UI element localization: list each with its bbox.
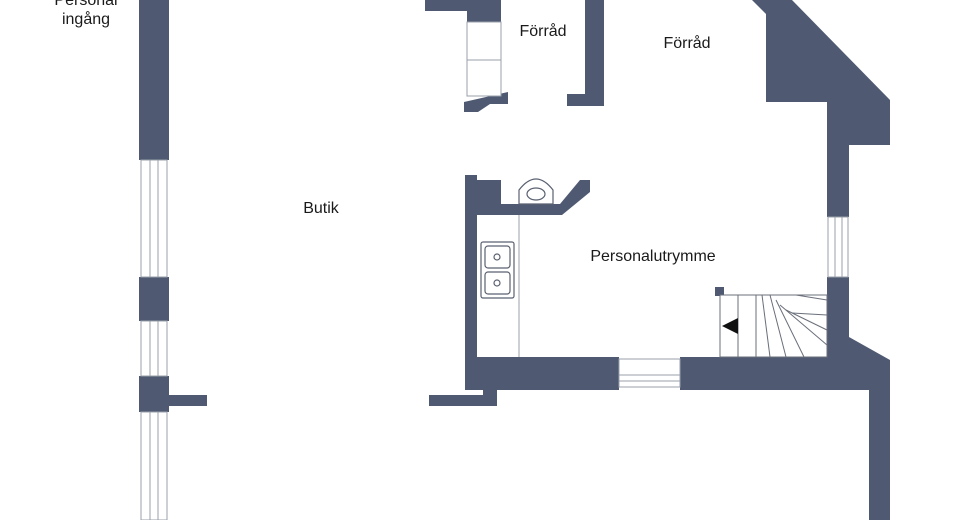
left-window-3 [140, 411, 168, 520]
storage-small-label: Förråd [519, 23, 567, 40]
shop-label: Butik [303, 200, 339, 217]
staff-room-walls [429, 175, 869, 406]
right-exterior-wall [752, 0, 890, 520]
left-window-2 [140, 320, 168, 377]
storage-large-label: Förråd [663, 35, 711, 52]
entrance-label-line1: Personal [54, 0, 118, 9]
storage-shelves [466, 21, 502, 97]
right-window [827, 216, 849, 278]
left-window-1 [140, 159, 168, 278]
left-exterior-wall [139, 0, 207, 412]
sink-icon [518, 178, 554, 205]
arrow-left-icon [722, 318, 738, 334]
double-sink-icon [480, 241, 515, 299]
entrance-label-line2: ingång [61, 11, 111, 28]
storage-walls [425, 0, 604, 112]
staff-room-label: Personalutrymme [590, 248, 716, 265]
bottom-window [618, 358, 681, 388]
